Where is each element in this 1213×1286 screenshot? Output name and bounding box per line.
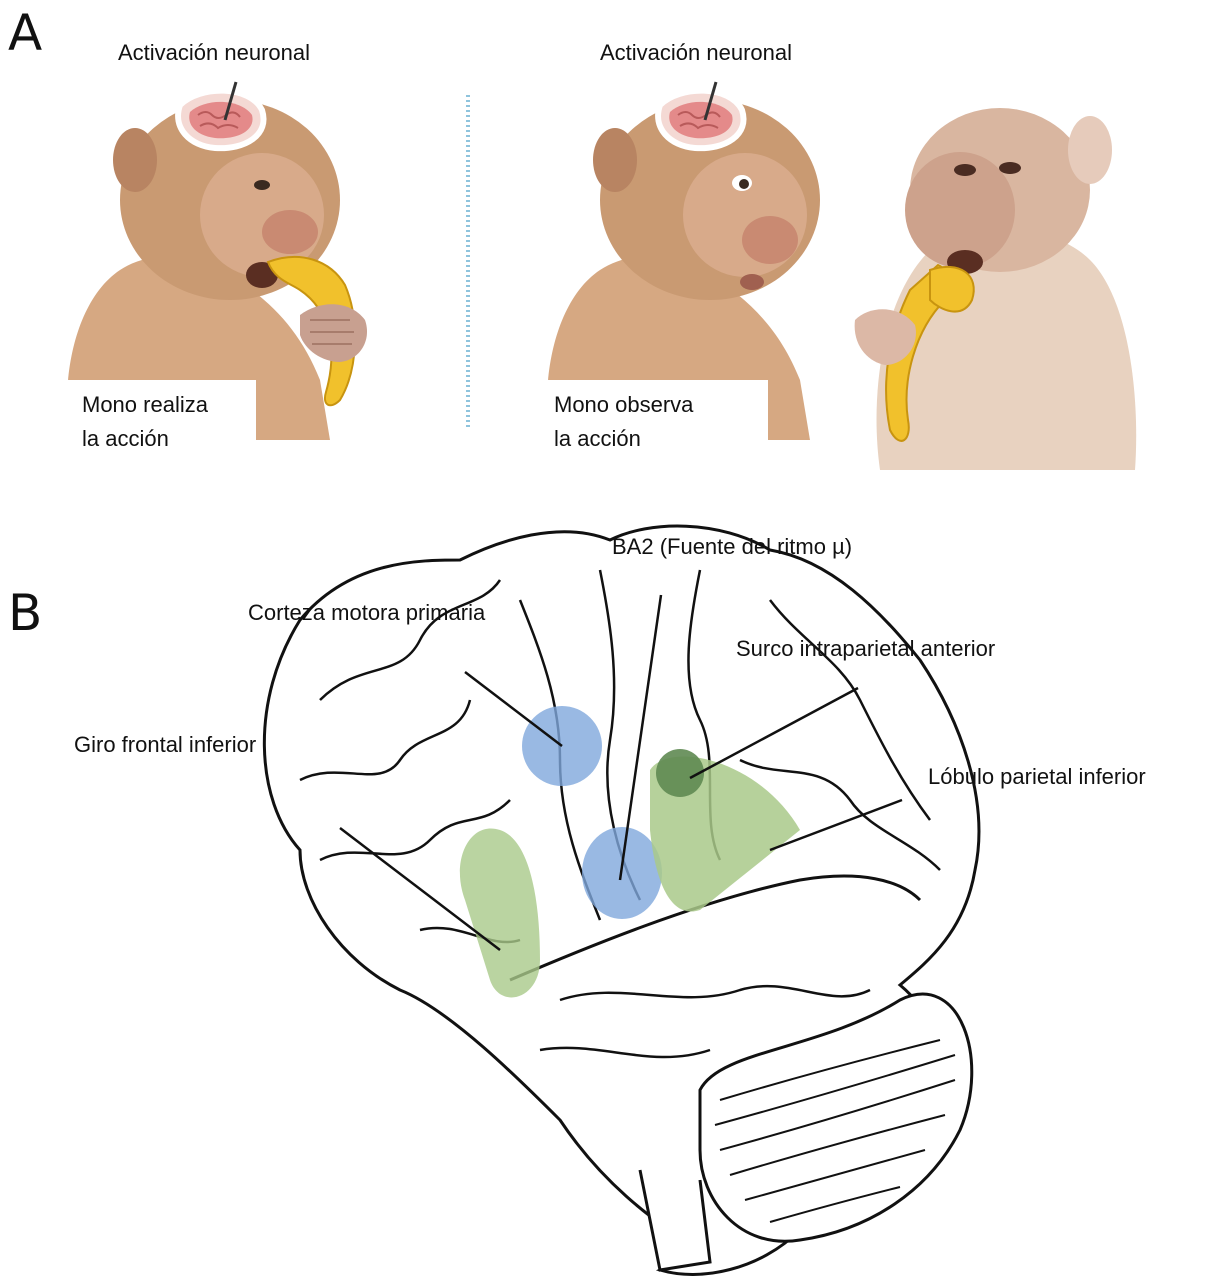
label-inferior-frontal: Giro frontal inferior xyxy=(74,730,256,760)
label-motor-cortex: Corteza motora primaria xyxy=(248,598,485,628)
label-anterior-ips: Surco intraparietal anterior xyxy=(736,634,995,664)
label-ba2: BA2 (Fuente del ritmo µ) xyxy=(612,532,852,562)
label-inferior-parietal: Lóbulo parietal inferior xyxy=(928,762,1146,792)
